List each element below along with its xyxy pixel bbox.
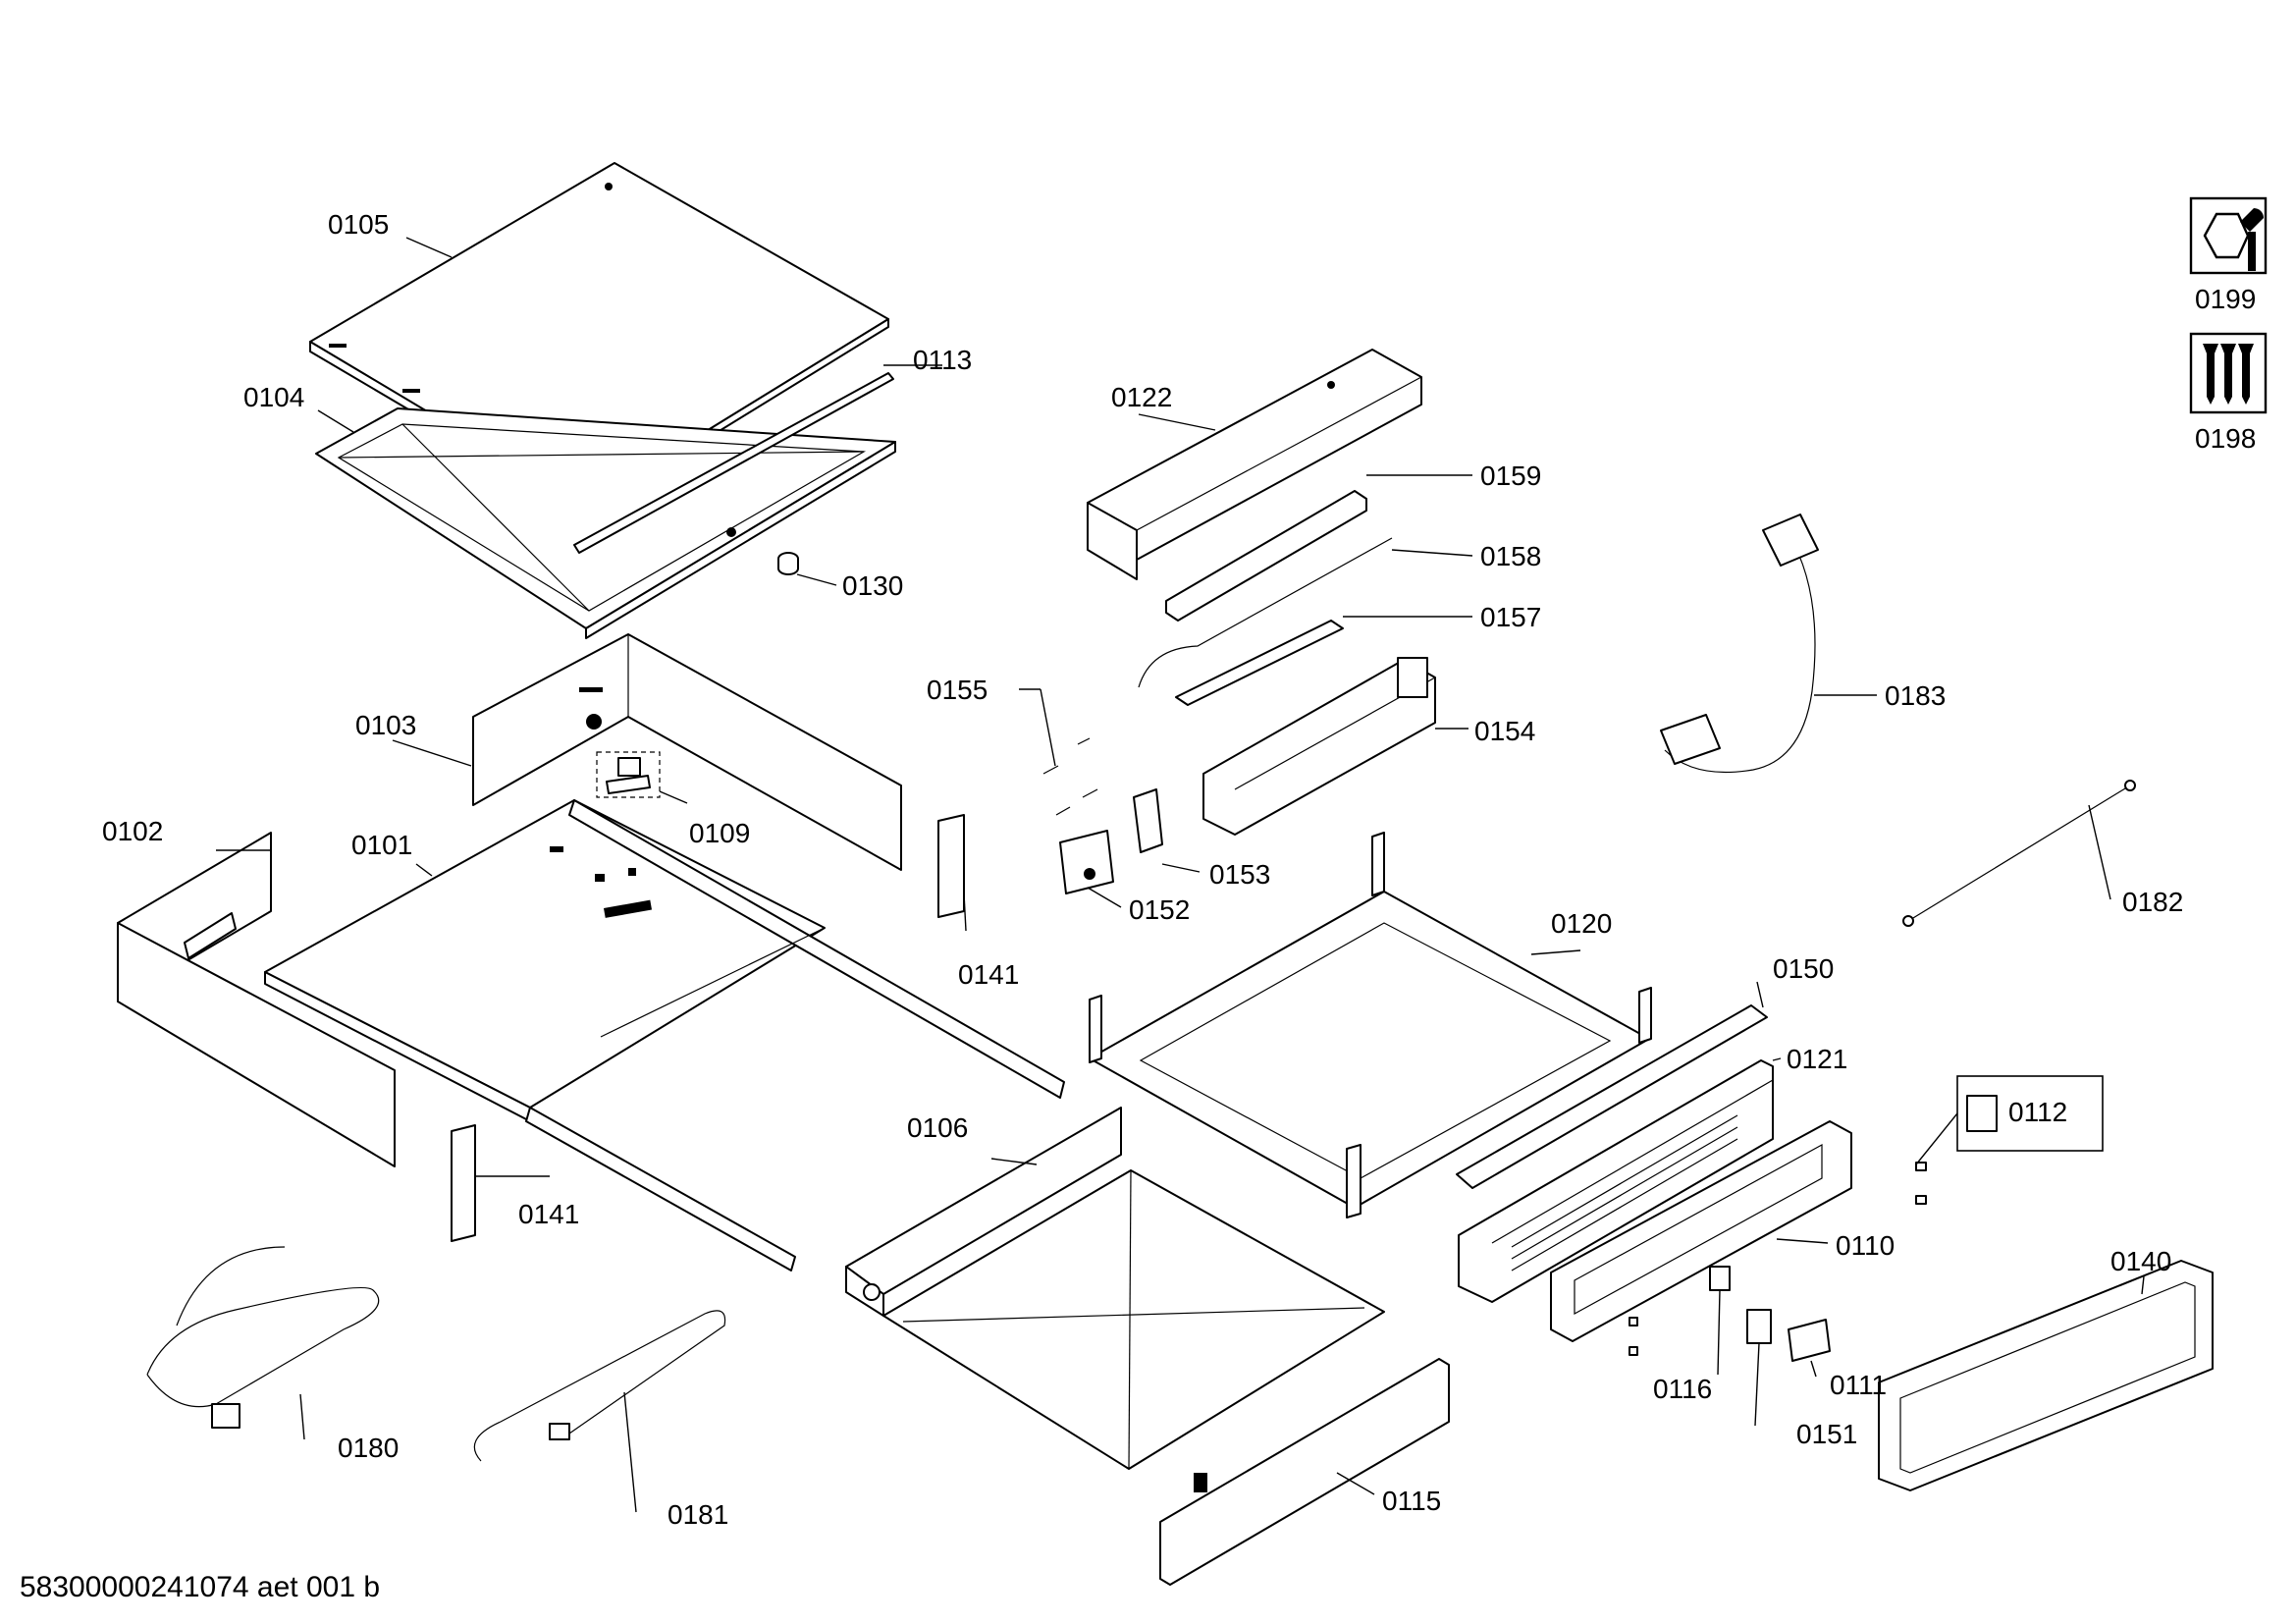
- part-0120-inner-frame: [1089, 832, 1652, 1218]
- part-0154-blower: [1202, 657, 1436, 836]
- part-0130-foot: [777, 552, 799, 575]
- label-0158: 0158: [1480, 541, 1541, 571]
- part-0102-side-panel: [117, 832, 396, 1167]
- part-0181-cable: [473, 1310, 726, 1462]
- label-0150: 0150: [1773, 953, 1834, 984]
- part-0153-switch: [1133, 788, 1163, 853]
- label-0141-upper: 0141: [958, 959, 1019, 990]
- label-0180: 0180: [338, 1433, 399, 1463]
- label-0105: 0105: [328, 209, 389, 240]
- label-0102: 0102: [102, 816, 163, 846]
- leader-lines: [216, 237, 2145, 1513]
- label-0130: 0130: [842, 570, 903, 601]
- label-0141-lower: 0141: [518, 1199, 579, 1229]
- part-0151-control-board: [1746, 1309, 1772, 1344]
- label-0155: 0155: [927, 675, 988, 705]
- label-0116: 0116: [1653, 1374, 1712, 1404]
- label-0157: 0157: [1480, 602, 1541, 632]
- part-0106-bottom-tray: [845, 1107, 1385, 1470]
- label-0110: 0110: [1836, 1230, 1895, 1261]
- part-labels: 0105 0104 0113 0130 0103 0109 0102 0101 …: [102, 209, 2256, 1530]
- label-0101: 0101: [351, 830, 412, 860]
- label-0104: 0104: [243, 382, 304, 412]
- part-0182-wire: [1902, 780, 2136, 927]
- label-0154: 0154: [1474, 716, 1535, 746]
- label-0122: 0122: [1111, 382, 1172, 412]
- label-0111: 0111: [1830, 1370, 1887, 1400]
- part-0141-strip-upper: [937, 814, 965, 918]
- screws-icon: [2189, 332, 2268, 414]
- label-0120: 0120: [1551, 908, 1612, 939]
- label-0106: 0106: [907, 1112, 968, 1143]
- part-0152-relay-board: [1059, 830, 1114, 894]
- part-0122-cover: [1087, 349, 1422, 580]
- part-0121-front-panel: [1458, 1059, 1774, 1303]
- part-0141-strip-lower: [451, 1124, 476, 1242]
- label-0181: 0181: [667, 1499, 728, 1530]
- label-0198: 0198: [2195, 423, 2256, 454]
- part-0110-control-housing: [1550, 1120, 1852, 1342]
- part-0180-wiring-harness: [146, 1246, 380, 1429]
- part-0159-lamp-holder: [1165, 490, 1367, 622]
- part-0157-glass-strip: [1175, 620, 1344, 706]
- part-0158-cable: [1138, 537, 1393, 688]
- part-0112-clip: [1915, 1075, 2104, 1205]
- part-0140-fascia: [1878, 1260, 2214, 1491]
- label-0152: 0152: [1129, 894, 1190, 925]
- part-0101-base-plate: [264, 799, 1065, 1272]
- part-0115-front-plate: [1159, 1358, 1450, 1586]
- part-0150-trim: [1456, 1004, 1768, 1189]
- part-0109-bracket: [596, 751, 661, 798]
- nut-wrench-icon: [2189, 196, 2268, 275]
- label-0115: 0115: [1382, 1486, 1441, 1516]
- label-0151: 0151: [1796, 1419, 1857, 1449]
- label-0113: 0113: [913, 345, 972, 375]
- part-0116-connector: [1629, 1266, 1731, 1356]
- label-0140: 0140: [2110, 1246, 2171, 1276]
- drawing-code: 58300000241074 aet 001 b: [20, 1571, 380, 1603]
- label-0183: 0183: [1885, 680, 1946, 711]
- part-0103-rear-wall: [472, 633, 902, 871]
- label-0153: 0153: [1209, 859, 1270, 890]
- part-0111-cover-cap: [1788, 1319, 1831, 1362]
- label-0109: 0109: [689, 818, 750, 848]
- label-0112: 0112: [2008, 1097, 2067, 1127]
- label-0103: 0103: [355, 710, 416, 740]
- label-0182: 0182: [2122, 887, 2183, 917]
- label-0199: 0199: [2195, 284, 2256, 314]
- part-0183-power-cord: [1660, 514, 1819, 774]
- part-0104-top-frame: [315, 407, 896, 639]
- part-0113-rail: [573, 372, 894, 554]
- label-0159: 0159: [1480, 460, 1541, 491]
- label-0121: 0121: [1787, 1044, 1847, 1074]
- part-0155-screws: [1042, 737, 1098, 816]
